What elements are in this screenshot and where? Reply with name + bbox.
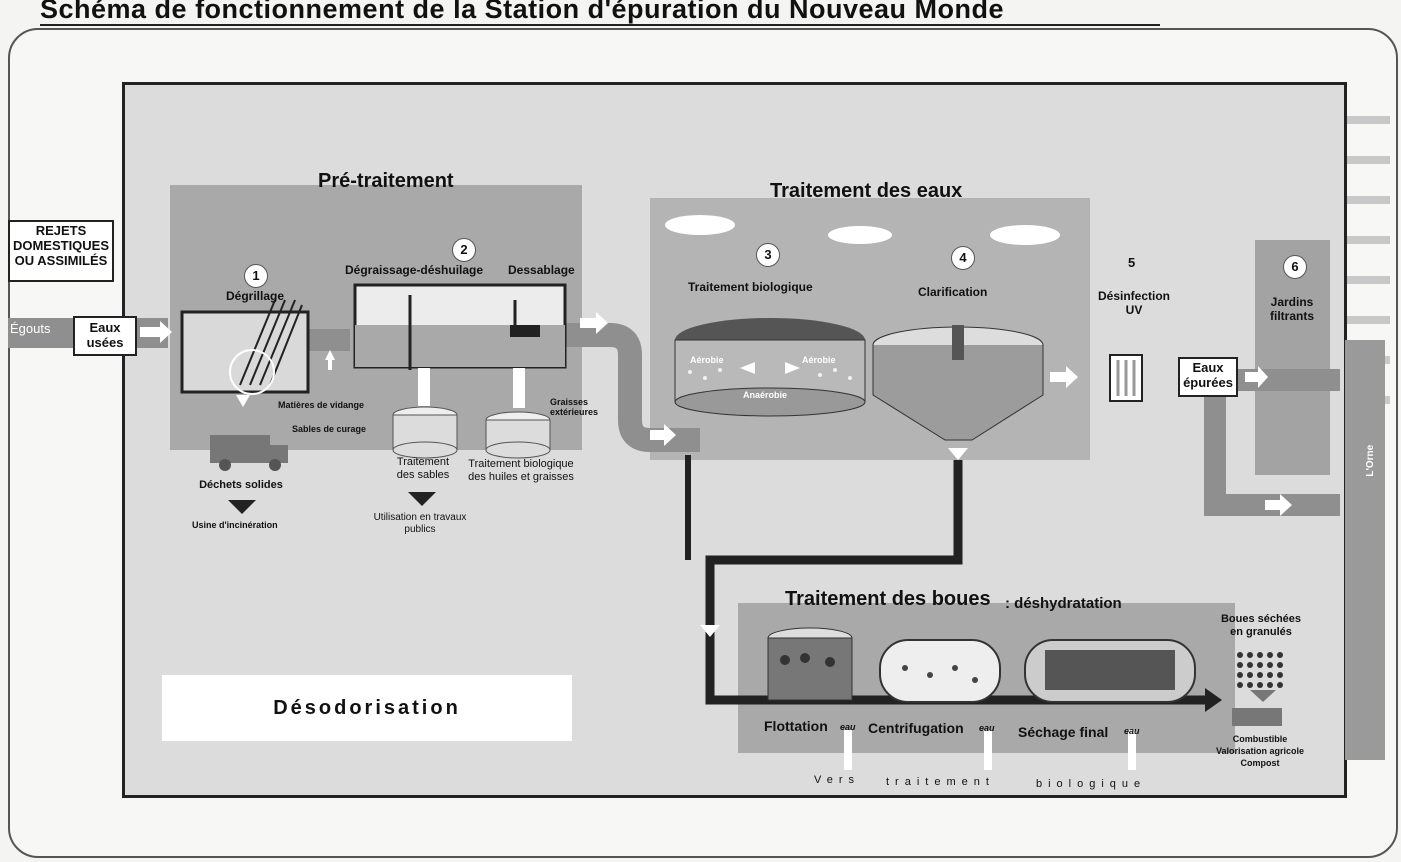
step-6-number: 6 [1283,255,1307,279]
step-1-label: Dégrillage [225,289,285,303]
eau-3: eau [1124,726,1140,736]
valorisation-label: Valorisation agricole [1215,746,1305,756]
anaerobie: Anaérobie [743,390,788,400]
matieres-vidange: Matières de vidange [278,400,365,410]
biologique-label: biologique [1036,778,1147,790]
step-4-label: Clarification [918,285,988,299]
title-underline [40,24,1160,26]
eaux-title: Traitement des eaux [770,180,963,202]
step-5-label: Désinfection UV [1097,289,1170,317]
eaux-usees-box: Eaux usées [73,316,137,356]
flottation-tank [767,637,853,701]
utilisation-tp: Utilisation en travaux publics [373,512,467,535]
channel-to-bio [565,323,700,452]
truck-2 [1232,708,1282,726]
page-title: Schéma de fonctionnement de la Station d… [40,0,1004,24]
boues-title: Traitement des boues [785,588,991,610]
usine-incineration: Usine d'incinération [192,520,278,530]
flow-arrows [140,312,1292,516]
step-6-label: Jardins filtrants [1269,295,1314,323]
step-2-label: Dégraissage-déshuilage [345,263,484,277]
truck-body [210,435,270,463]
sludge-line [705,460,1210,705]
flottation-label: Flottation [764,718,828,734]
eau-1: eau [840,722,856,732]
orne-river [1345,340,1385,760]
step-1-number: 1 [244,264,268,288]
dechets-solides: Déchets solides [199,479,283,491]
compost-label: Compost [1240,758,1280,768]
sechage-label: Séchage final [1018,724,1109,740]
orne-label: L'Orne [1365,444,1377,477]
step-3-number: 3 [756,243,780,267]
centrifuge [879,639,1001,703]
rejets-box: REJETS DOMESTIQUES OU ASSIMILÉS [8,220,114,282]
combustible-label: Combustible [1232,734,1288,744]
eaux-epurees-box: Eaux épurées [1178,357,1238,397]
granules [1237,652,1283,688]
eau-2: eau [979,723,995,733]
channel-to-jardins [1204,395,1340,516]
step-4-number: 4 [951,246,975,270]
desodorisation-banner: Désodorisation [162,675,572,741]
boues-sechees-label: Boues séchées en granulés [1220,613,1302,638]
traitement-label: traitement [886,776,995,788]
centrifugation-label: Centrifugation [868,720,964,736]
aerobie-left: Aérobie [690,355,724,365]
traitement-huiles: Traitement biologique des huiles et grai… [468,458,574,483]
step-5-number: 5 [1128,255,1136,270]
sables-curage: Sables de curage [292,424,367,434]
degrillage-grid [239,299,303,386]
pretraitement-title: Pré-traitement [318,170,454,192]
vers-label: Vers [814,774,861,786]
traitement-sables: Traitement des sables [396,456,450,481]
jardins-zone [1255,240,1330,475]
egouts-label: Égouts [10,321,51,336]
clarifier-body [872,345,1044,441]
clouds [665,215,1060,245]
degrillage-circle [229,349,275,395]
step-2-label-2: Dessablage [508,263,575,277]
aerobie-right: Aérobie [802,355,836,365]
boues-subtitle: : déshydratation [1005,595,1122,612]
step-3-label: Traitement biologique [688,280,813,294]
graisses-exterieures: Graisses extérieures [550,397,599,418]
step-2-number: 2 [452,238,476,262]
